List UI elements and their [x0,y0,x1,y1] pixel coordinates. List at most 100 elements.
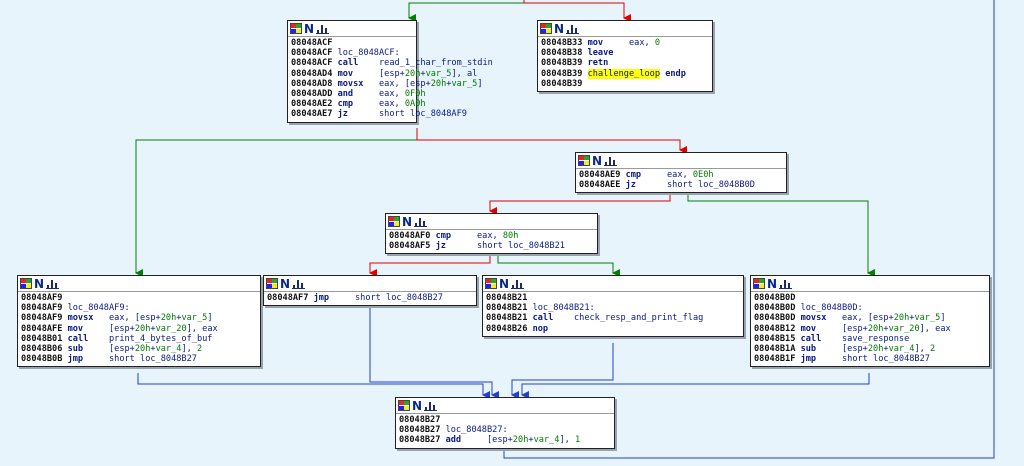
asm-line[interactable]: 08048B1A sub [esp+20h+var_4], 2 [754,344,987,354]
asm-line[interactable]: 08048AFE mov [esp+20h+var_20], eax [21,324,258,334]
operand-text: 20h [160,313,177,324]
rename-n-icon[interactable]: N [402,214,413,229]
asm-line[interactable]: 08048ACF call read_1_char_from_stdin [291,58,493,68]
asm-line[interactable]: 08048B39 challenge_loop endp [541,68,710,79]
xref-graph-icon[interactable] [46,278,60,289]
asm-line[interactable]: 08048AF9 [21,293,258,303]
edge-false [489,192,671,215]
asm-line[interactable]: 08048ACF loc_8048ACF: [291,48,414,58]
node-titlebar: N [396,398,614,414]
edge-false [416,128,687,154]
asm-line[interactable]: 08048B38 leave [541,48,710,58]
xref-graph-icon[interactable] [424,400,438,411]
rename-n-icon[interactable]: N [767,276,778,291]
asm-line[interactable]: 08048AE7 jz short loc_8048AF9 [291,109,467,119]
asm-line[interactable]: 08048B15 call save_response [754,334,987,344]
operand-text: var_20 [888,323,920,334]
asm-line[interactable]: 08048B0D [754,293,987,303]
operand-text: ] [940,313,946,324]
color-flag-icon[interactable] [398,400,410,411]
asm-line[interactable]: 08048B27 loc_8048B27: [399,425,612,435]
operand-text: var_4 [888,343,915,354]
color-flag-icon[interactable] [290,23,302,34]
operand-text: check_resp_and_print_flag [573,313,704,324]
xref-graph-icon[interactable] [316,23,330,34]
operand-text: + [176,313,182,324]
xref-graph-icon[interactable] [779,278,793,289]
asm-line[interactable]: 08048AD4 mov [esp+20h+var_5], al [291,68,477,79]
asm-line[interactable]: 08048ACF [291,38,414,48]
color-flag-icon[interactable] [266,278,278,289]
edge-false [369,253,491,277]
asm-line[interactable]: 08048B21 loc_8048B21: [486,303,741,313]
xref-graph-icon[interactable] [566,23,580,34]
asm-line[interactable]: 08048B1F jmp short loc_8048B27 [754,354,987,364]
rename-n-icon[interactable]: N [554,21,565,36]
asm-line[interactable]: 08048B01 call print_4_bytes_of_buf [21,334,258,344]
asm-line[interactable]: 08048B06 sub [esp+20h+var_4], 2 [21,344,258,354]
asm-line[interactable]: 08048AE9 cmp eax, 0E0h [579,170,784,180]
address-text: 08048B27 [399,415,441,425]
xref-graph-icon[interactable] [511,278,525,289]
address-text: 08048AE9 [579,170,621,180]
node-titlebar: N [288,21,416,37]
rename-n-icon[interactable]: N [304,21,315,36]
color-flag-icon[interactable] [388,216,400,227]
asm-line[interactable]: 08048AD8 movsx eax, [esp+20h+var_5] [291,78,483,89]
mnemonic-text: retn [582,58,609,69]
asm-line[interactable]: 08048ADD and eax, 0F0h [291,89,426,99]
asm-line[interactable]: 08048AF7 jmp short loc_8048B27 [267,293,474,303]
asm-line[interactable]: 08048B27 [399,415,612,425]
asm-line[interactable]: 08048B0D loc_8048B0D: [754,303,987,313]
operand-text: 20h [893,313,910,324]
asm-line[interactable]: 08048B0D movsx eax, [esp+20h+var_5] [754,313,987,323]
xref-graph-icon[interactable] [414,216,428,227]
color-flag-icon[interactable] [578,155,590,166]
color-flag-icon[interactable] [20,278,32,289]
operand-text: 20h [404,68,421,79]
xref-graph-icon[interactable] [604,155,618,166]
rename-n-icon[interactable]: N [592,153,603,168]
asm-line[interactable]: 08048AF0 cmp eax, 80h [389,231,595,241]
address-text: 08048B15 [754,333,796,344]
address-text: 08048AF7 [267,293,309,303]
rename-n-icon[interactable]: N [499,276,510,291]
asm-line[interactable]: 08048AF9 loc_8048AF9: [21,303,258,313]
color-flag-icon[interactable] [753,278,765,289]
mnemonic-text: jz [620,180,667,191]
color-flag-icon[interactable] [485,278,497,289]
asm-line[interactable]: 08048AEE jz short loc_8048B0D [579,180,784,190]
asm-line[interactable]: 08048B26 nop [486,324,741,334]
asm-line[interactable]: 08048AF5 jz short loc_8048B21 [389,241,595,251]
rename-n-icon[interactable]: N [280,276,291,291]
asm-line[interactable]: 08048AF9 movsx eax, [esp+20h+var_5] [21,313,258,323]
address-text: 08048AD8 [291,78,333,89]
rename-n-icon[interactable]: N [34,276,45,291]
address-text: 08048AF5 [389,241,431,252]
operand-text: [esp+ [378,68,405,79]
address-text: 08048B39 [541,78,583,89]
asm-line[interactable]: 08048B39 retn [541,58,710,68]
asm-line[interactable]: 08048B0B jmp short loc_8048B27 [21,354,258,364]
color-flag-icon[interactable] [540,23,552,34]
edge-uncond [503,0,995,459]
asm-line[interactable]: 08048B33 mov eax, 0 [541,38,710,48]
asm-line[interactable]: 08048B21 [486,293,741,303]
code-block-loc-8048af7[interactable]: N 08048AF7 jmp short loc_8048B27 [263,275,477,307]
xref-graph-icon[interactable] [292,278,306,289]
asm-line[interactable]: 08048B12 mov [esp+20h+var_20], eax [754,324,987,334]
edge-true [497,253,620,277]
asm-line[interactable]: 08048B21 call check_resp_and_print_flag [486,313,741,323]
asm-line[interactable]: 08048B39 [541,79,710,89]
asm-line[interactable]: 08048B27 add [esp+20h+var_4], 1 [399,435,612,445]
rename-n-icon[interactable]: N [412,398,423,413]
asm-line[interactable]: 08048AE2 cmp eax, 0A0h [291,99,426,109]
